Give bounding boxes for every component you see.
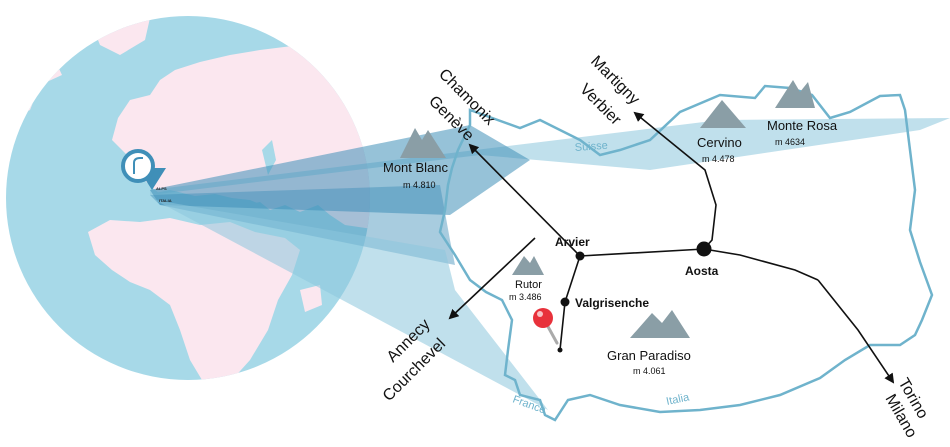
mountain-icon (775, 80, 815, 108)
map-pin-icon[interactable] (533, 308, 559, 345)
peak-label-mont-blanc: Mont Blanc (383, 160, 449, 175)
peak-label-monte-rosa: Monte Rosa (767, 118, 838, 133)
region-border (438, 84, 934, 422)
town-dot-valgrisenche (560, 297, 570, 307)
town-dot-aosta (696, 241, 712, 257)
town-label-valgrisenche: Valgrisenche (575, 296, 649, 310)
peak-altitude-cervino: m 4.478 (702, 154, 735, 164)
town-label-arvier: Arvier (555, 235, 590, 249)
mountain-icon (630, 310, 690, 338)
mountain-icon (700, 100, 746, 128)
peak-label-cervino: Cervino (697, 135, 742, 150)
peak-altitude-gran-paradiso: m 4.061 (633, 366, 666, 376)
location-marker-icon (121, 149, 166, 190)
country-label-suisse: Suisse (574, 140, 608, 154)
peak-label-gran-paradiso: Gran Paradiso (607, 348, 691, 363)
peak-altitude-rutor: m 3.486 (509, 292, 542, 302)
mountain-icon (400, 128, 446, 158)
mountain-icon (512, 256, 544, 275)
peak-altitude-monte-rosa: m 4634 (775, 137, 805, 147)
peak-label-rutor: Rutor (515, 279, 542, 291)
globe-label-alps: ALPS (156, 186, 167, 191)
country-label-italia: Italia (665, 391, 691, 408)
globe-label-italia: ITALIA (159, 198, 172, 203)
town-label-aosta: Aosta (685, 264, 719, 278)
town-dot-arvier (575, 251, 585, 261)
peak-altitude-mont-blanc: m 4.810 (403, 180, 436, 190)
road-end-dot (557, 347, 563, 353)
